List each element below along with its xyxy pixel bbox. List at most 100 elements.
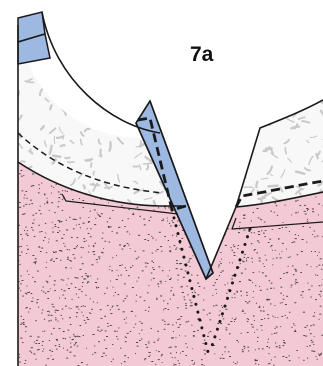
stipple-dot [291, 215, 292, 216]
dermis-fleck [281, 40, 284, 48]
stipple-dot [189, 260, 190, 261]
stipple-dot [35, 261, 37, 262]
dermis-fleck [250, 31, 256, 36]
dermis-fleck [62, 84, 63, 87]
stipple-dot [148, 234, 150, 235]
stipple-dot [145, 358, 147, 359]
stipple-dot [220, 261, 221, 262]
stipple-dot [267, 289, 268, 290]
stipple-dot [191, 198, 193, 199]
stipple-dot [219, 339, 220, 340]
stipple-dot [263, 263, 264, 264]
stipple-dot [189, 258, 191, 259]
stipple-dot [173, 295, 175, 296]
stipple-dot [147, 263, 149, 264]
stipple-dot [300, 272, 302, 273]
dermis-fleck [304, 24, 308, 29]
stipple-dot [97, 213, 98, 214]
stipple-dot [165, 281, 166, 282]
stipple-dot [26, 191, 28, 192]
stipple-dot [88, 233, 90, 234]
dermis-fleck [237, 156, 239, 160]
stipple-dot [23, 324, 25, 325]
stipple-dot [112, 307, 113, 308]
stipple-dot [216, 206, 218, 207]
stipple-dot [172, 357, 173, 358]
dermis-fleck [65, 89, 67, 92]
stipple-dot [287, 272, 288, 273]
dermis-fleck [261, 112, 264, 117]
stipple-dot [61, 289, 62, 290]
stipple-dot [241, 333, 242, 334]
dermis-fleck [217, 135, 225, 136]
stipple-dot [65, 267, 67, 268]
stipple-dot [175, 357, 176, 358]
stipple-dot [98, 287, 99, 288]
dermis-fleck [182, 100, 184, 105]
stipple-dot [112, 306, 114, 307]
stipple-dot [198, 225, 200, 226]
stipple-dot [193, 364, 195, 365]
stipple-dot [192, 348, 193, 349]
stipple-dot [32, 230, 34, 231]
stipple-dot [157, 284, 159, 285]
stipple-dot [208, 178, 209, 179]
stipple-dot [141, 339, 142, 340]
stipple-dot [61, 251, 63, 252]
stipple-dot [136, 301, 137, 302]
stipple-dot [210, 170, 211, 171]
stipple-dot [66, 230, 68, 231]
dermis-fleck [295, 54, 299, 57]
dermis-fleck [100, 150, 101, 157]
stipple-dot [159, 232, 161, 233]
stipple-dot [210, 236, 211, 237]
stipple-dot [320, 291, 322, 292]
dermis-fleck [159, 63, 167, 67]
stipple-dot [266, 260, 268, 261]
stipple-dot [160, 281, 162, 282]
stipple-dot [228, 324, 230, 325]
dermis-fleck [69, 43, 72, 46]
stipple-dot [101, 318, 103, 319]
stipple-dot [298, 212, 299, 213]
stipple-dot [21, 275, 22, 276]
stipple-dot [88, 252, 89, 253]
dermis-fleck [62, 102, 67, 104]
stipple-dot [319, 314, 321, 315]
stipple-dot [295, 283, 296, 284]
dermis-fleck [100, 23, 103, 29]
stipple-dot [81, 247, 83, 248]
stipple-dot [97, 330, 99, 331]
dermis-fleck [202, 142, 208, 148]
stipple-dot [277, 317, 278, 318]
dermis-fleck [246, 67, 249, 69]
stipple-dot [124, 245, 126, 246]
stipple-dot [25, 331, 26, 332]
stipple-dot [244, 348, 245, 349]
stipple-dot [208, 212, 209, 213]
stipple-dot [185, 185, 186, 186]
stipple-dot [53, 261, 55, 262]
stipple-dot [188, 200, 189, 201]
stipple-dot [97, 262, 98, 263]
stipple-dot [222, 197, 223, 198]
stipple-dot [176, 337, 177, 338]
dermis-fleck [100, 63, 101, 67]
stipple-dot [127, 333, 129, 334]
stipple-dot [153, 262, 154, 263]
stipple-dot [256, 360, 257, 361]
stipple-dot [71, 283, 73, 284]
stipple-dot [206, 178, 207, 179]
stipple-dot [243, 230, 245, 231]
stipple-dot [161, 220, 163, 221]
dermis-fleck [240, 28, 245, 34]
stipple-dot [21, 170, 23, 171]
stipple-dot [191, 325, 192, 326]
stipple-dot [25, 326, 27, 327]
stipple-dot [147, 292, 149, 293]
dermis-fleck [41, 63, 42, 66]
stipple-dot [257, 337, 259, 338]
stipple-dot [255, 285, 256, 286]
stipple-dot [305, 336, 307, 337]
stipple-dot [210, 319, 212, 320]
